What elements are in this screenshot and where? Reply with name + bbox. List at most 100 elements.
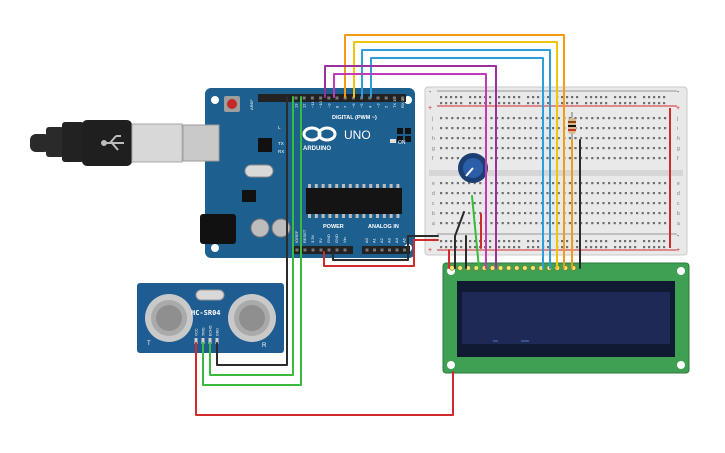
breadboard-hole[interactable] <box>576 246 579 249</box>
breadboard-hole[interactable] <box>568 202 571 205</box>
breadboard-hole[interactable] <box>507 117 510 120</box>
power-pin-hole[interactable] <box>327 248 331 252</box>
breadboard-hole[interactable] <box>580 147 583 150</box>
breadboard-hole[interactable] <box>501 147 504 150</box>
breadboard-hole[interactable] <box>445 147 448 150</box>
breadboard-hole[interactable] <box>596 127 599 130</box>
breadboard-hole[interactable] <box>634 246 637 249</box>
breadboard-hole[interactable] <box>503 96 506 99</box>
breadboard-hole[interactable] <box>529 117 532 120</box>
breadboard-hole[interactable] <box>658 127 661 130</box>
breadboard-hole[interactable] <box>546 192 549 195</box>
breadboard-hole[interactable] <box>524 137 527 140</box>
lcd-pin[interactable] <box>506 265 512 271</box>
breadboard-hole[interactable] <box>468 192 471 195</box>
analog-pin-hole[interactable] <box>365 248 369 252</box>
breadboard-hole[interactable] <box>596 222 599 225</box>
breadboard-hole[interactable] <box>585 137 588 140</box>
breadboard-hole[interactable] <box>490 222 493 225</box>
breadboard-hole[interactable] <box>498 96 501 99</box>
breadboard-hole[interactable] <box>580 182 583 185</box>
breadboard-hole[interactable] <box>540 127 543 130</box>
breadboard-hole[interactable] <box>468 222 471 225</box>
breadboard-hole[interactable] <box>602 137 605 140</box>
breadboard-hole[interactable] <box>489 102 492 105</box>
breadboard-hole[interactable] <box>490 182 493 185</box>
breadboard-hole[interactable] <box>652 117 655 120</box>
power-pin-hole[interactable] <box>303 248 307 252</box>
breadboard-hole[interactable] <box>630 222 633 225</box>
breadboard-hole[interactable] <box>532 102 535 105</box>
breadboard-hole[interactable] <box>658 102 661 105</box>
breadboard-hole[interactable] <box>664 222 667 225</box>
breadboard-hole[interactable] <box>664 127 667 130</box>
breadboard-hole[interactable] <box>445 246 448 249</box>
breadboard-hole[interactable] <box>630 192 633 195</box>
breadboard-hole[interactable] <box>641 117 644 120</box>
breadboard-hole[interactable] <box>501 127 504 130</box>
breadboard-hole[interactable] <box>619 127 622 130</box>
breadboard-hole[interactable] <box>546 117 549 120</box>
breadboard-hole[interactable] <box>529 127 532 130</box>
breadboard-hole[interactable] <box>574 222 577 225</box>
breadboard-hole[interactable] <box>636 147 639 150</box>
breadboard-hole[interactable] <box>624 246 627 249</box>
breadboard-hole[interactable] <box>636 212 639 215</box>
breadboard-hole[interactable] <box>518 137 521 140</box>
breadboard-hole[interactable] <box>537 246 540 249</box>
breadboard-hole[interactable] <box>473 147 476 150</box>
breadboard-hole[interactable] <box>624 102 627 105</box>
breadboard-hole[interactable] <box>643 102 646 105</box>
breadboard-hole[interactable] <box>652 137 655 140</box>
breadboard-hole[interactable] <box>658 137 661 140</box>
breadboard-hole[interactable] <box>576 96 579 99</box>
breadboard-hole[interactable] <box>585 192 588 195</box>
breadboard-hole[interactable] <box>445 127 448 130</box>
breadboard-hole[interactable] <box>468 182 471 185</box>
breadboard-hole[interactable] <box>557 222 560 225</box>
breadboard-hole[interactable] <box>641 182 644 185</box>
breadboard-hole[interactable] <box>591 147 594 150</box>
breadboard-hole[interactable] <box>498 240 501 243</box>
breadboard-hole[interactable] <box>460 240 463 243</box>
breadboard-hole[interactable] <box>490 137 493 140</box>
breadboard-hole[interactable] <box>496 157 499 160</box>
breadboard-hole[interactable] <box>462 192 465 195</box>
breadboard-hole[interactable] <box>630 202 633 205</box>
arduino-board[interactable]: ARDUINO UNO ON TX RX L AREF DIGITAL (PWM… <box>182 88 415 258</box>
breadboard-hole[interactable] <box>602 222 605 225</box>
breadboard-hole[interactable] <box>474 96 477 99</box>
breadboard-hole[interactable] <box>602 182 605 185</box>
breadboard-hole[interactable] <box>456 212 459 215</box>
breadboard-hole[interactable] <box>547 96 550 99</box>
breadboard-hole[interactable] <box>460 96 463 99</box>
breadboard-hole[interactable] <box>512 127 515 130</box>
breadboard-hole[interactable] <box>636 222 639 225</box>
breadboard-hole[interactable] <box>490 202 493 205</box>
breadboard-hole[interactable] <box>658 240 661 243</box>
breadboard-hole[interactable] <box>469 246 472 249</box>
breadboard-hole[interactable] <box>445 222 448 225</box>
breadboard-hole[interactable] <box>445 157 448 160</box>
breadboard-hole[interactable] <box>571 96 574 99</box>
breadboard-hole[interactable] <box>513 96 516 99</box>
breadboard-hole[interactable] <box>535 202 538 205</box>
breadboard-hole[interactable] <box>585 222 588 225</box>
breadboard-hole[interactable] <box>664 182 667 185</box>
breadboard-hole[interactable] <box>473 127 476 130</box>
wire-magenta-d12-lcd[interactable] <box>333 73 487 269</box>
breadboard-hole[interactable] <box>613 147 616 150</box>
breadboard-hole[interactable] <box>624 137 627 140</box>
breadboard-hole[interactable] <box>532 246 535 249</box>
breadboard-hole[interactable] <box>537 102 540 105</box>
breadboard-hole[interactable] <box>624 212 627 215</box>
breadboard-hole[interactable] <box>462 222 465 225</box>
breadboard-hole[interactable] <box>605 246 608 249</box>
breadboard-hole[interactable] <box>574 137 577 140</box>
breadboard-hole[interactable] <box>580 137 583 140</box>
breadboard-hole[interactable] <box>595 96 598 99</box>
breadboard-hole[interactable] <box>596 157 599 160</box>
wire-black-gnd[interactable] <box>332 235 439 261</box>
breadboard-hole[interactable] <box>596 182 599 185</box>
breadboard-hole[interactable] <box>658 182 661 185</box>
